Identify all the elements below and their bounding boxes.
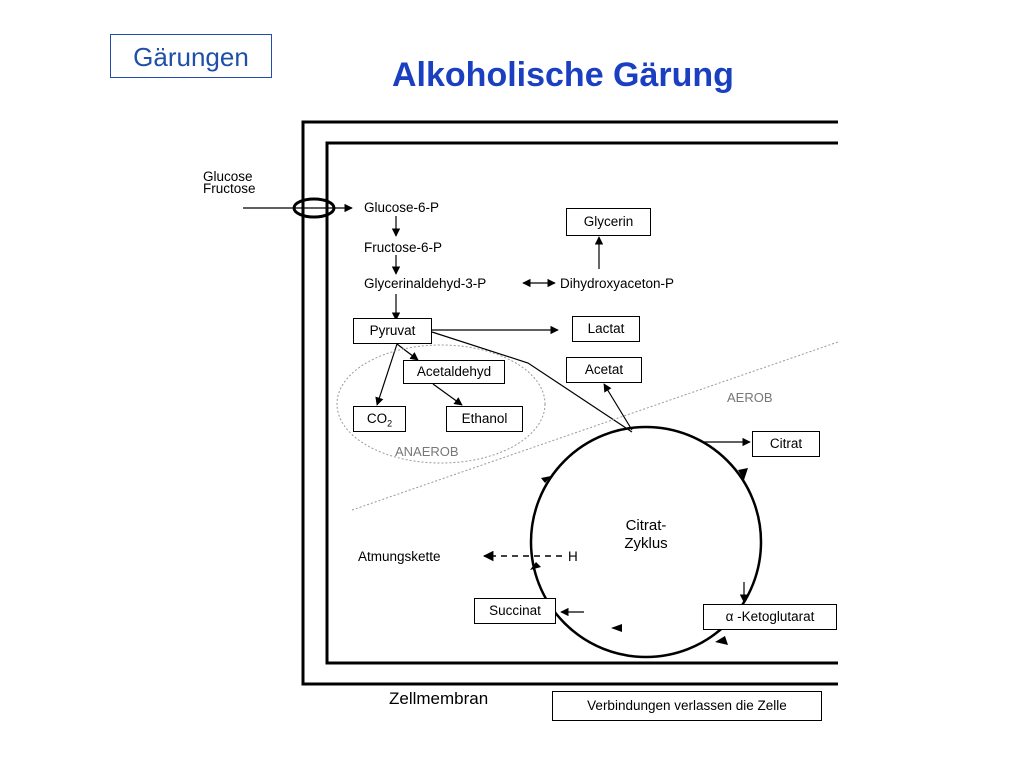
aerob-label: AEROB [727, 390, 773, 405]
zellmembran-label: Zellmembran [389, 689, 489, 708]
cell-membrane-inner [325, 141, 838, 665]
glycerinaldehyd-3-p-label: Glycerinaldehyd-3-P [364, 276, 487, 291]
ketoglutarat-box: α -Ketoglutarat [703, 604, 837, 630]
co2-box: CO2 [353, 406, 406, 432]
acetat-box: Acetat [566, 357, 642, 383]
lactat-box: Lactat [572, 316, 640, 342]
cycle-label-line2: Zyklus [624, 535, 668, 552]
section-badge: Gärungen [110, 34, 272, 78]
glycerin-box: Glycerin [566, 208, 651, 236]
page-title: Alkoholische Gärung [392, 56, 734, 94]
co2-subscript: 2 [387, 418, 393, 429]
glucose-6-p-label: Glucose-6-P [364, 200, 440, 215]
citric-acid-cycle [529, 425, 763, 659]
legend-box: Verbindungen verlassen die Zelle [552, 691, 822, 721]
dihydroxyaceton-p-label: Dihydroxyaceton-P [560, 276, 675, 291]
fructose-label: Fructose [203, 181, 256, 196]
aerob-anaerob-divider [351, 341, 839, 511]
fructose-6-p-label: Fructose-6-P [364, 240, 443, 255]
citrat-box: Citrat [752, 431, 820, 457]
co2-label: CO [366, 411, 388, 426]
anaerob-label: ANAEROB [395, 444, 459, 459]
acetaldehyd-box: Acetaldehyd [403, 360, 505, 384]
h-label: H [568, 549, 578, 564]
pyruvat-box: Pyruvat [353, 318, 432, 344]
succinat-box: Succinat [474, 598, 556, 624]
cell-membrane-outer [301, 120, 838, 686]
cycle-label-line1: Citrat- [625, 517, 667, 534]
glucose-label: Glucose [203, 169, 253, 184]
atmungskette-label: Atmungskette [358, 549, 441, 564]
ethanol-box: Ethanol [446, 406, 523, 432]
anaerob-zone [336, 344, 546, 464]
